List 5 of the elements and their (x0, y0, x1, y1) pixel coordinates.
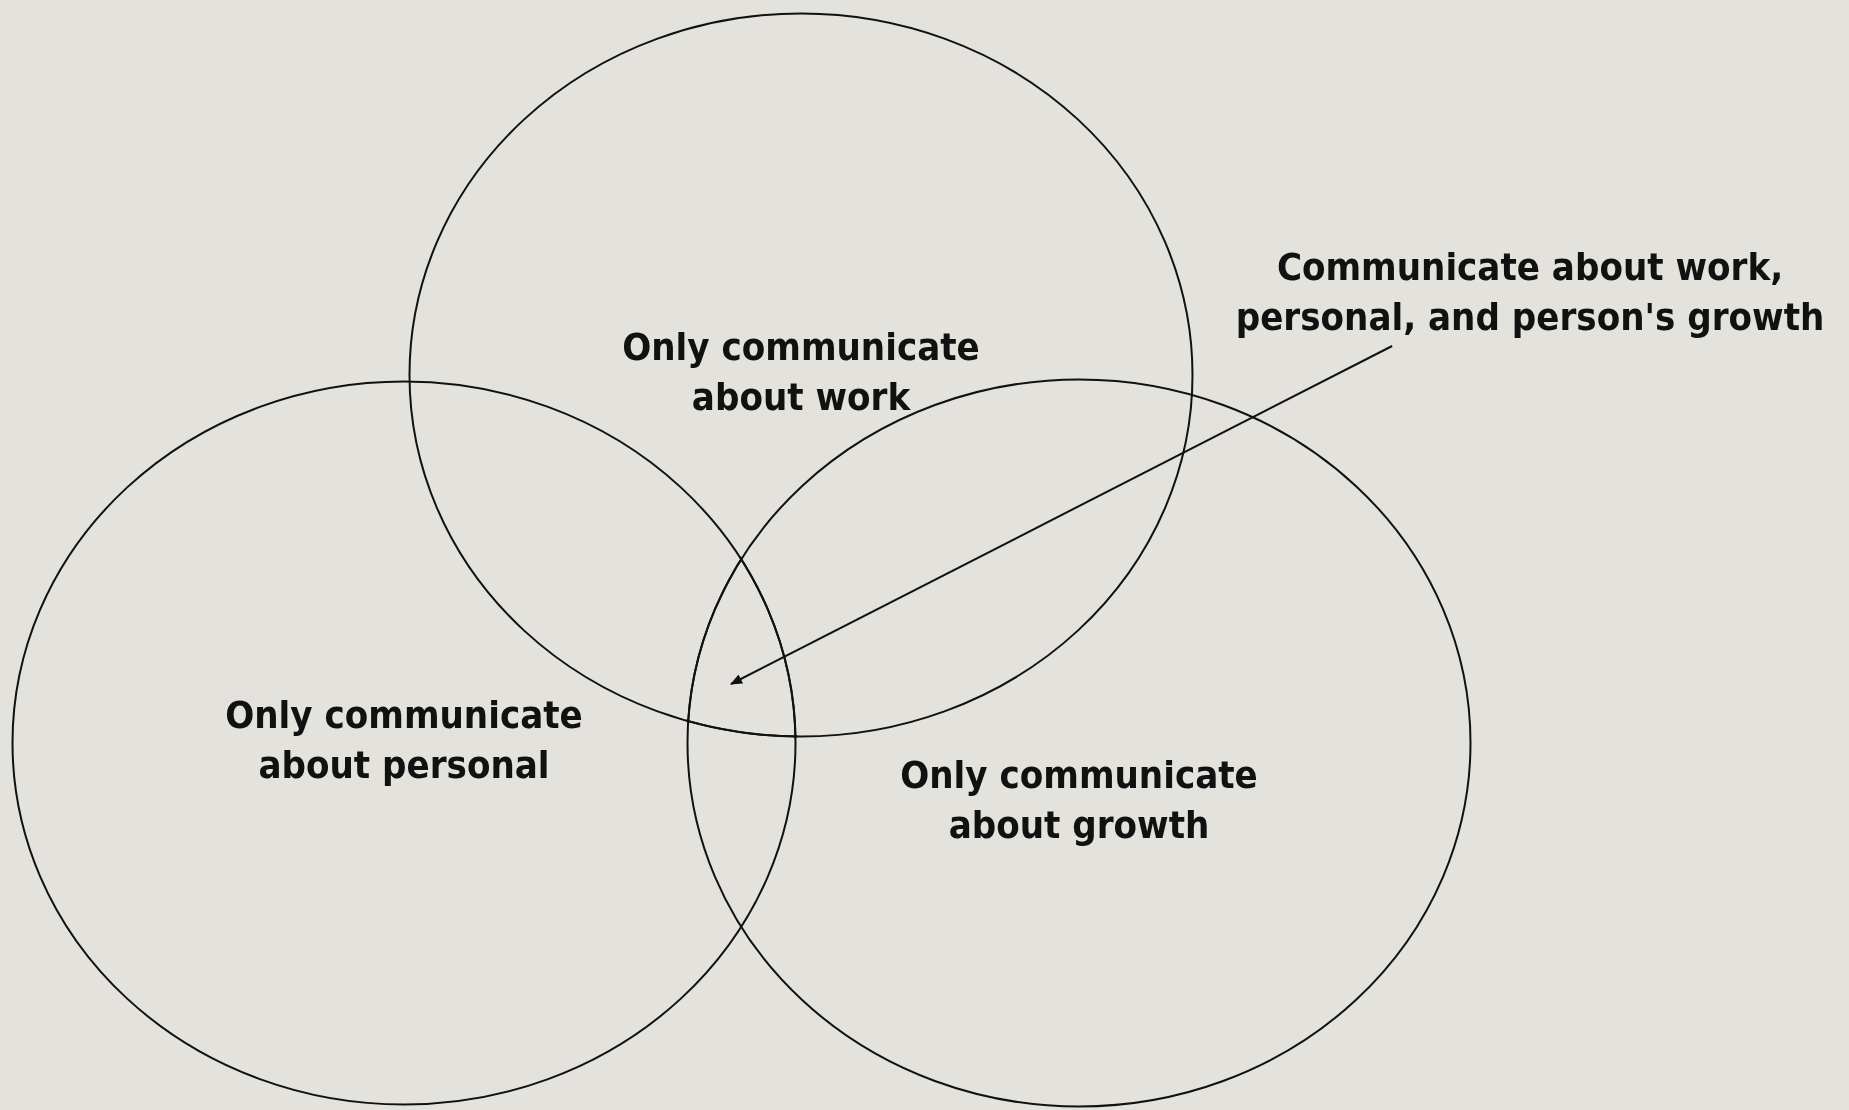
region-label: Only communicate about work (621, 324, 981, 421)
callout-text: Communicate about work, personal, and person's growth (1225, 242, 1835, 342)
leader-arrow (730, 345, 1394, 685)
region-label: Only communicate about growth (899, 752, 1259, 849)
region-label: Only communicate about personal (224, 692, 584, 789)
